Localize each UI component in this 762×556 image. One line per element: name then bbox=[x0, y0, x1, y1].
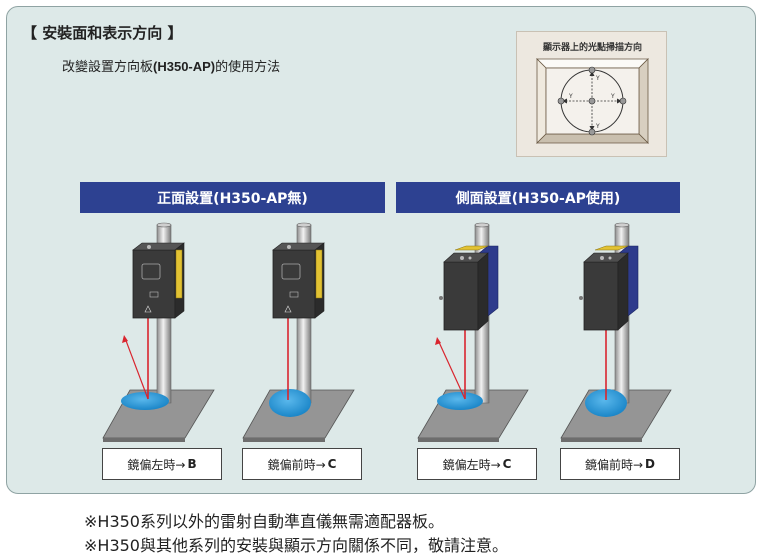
axis-label: Y bbox=[610, 93, 615, 100]
caption-side-forward: 鏡偏前時→D bbox=[560, 448, 680, 480]
note-2: ※H350與其他系列的安裝與顯示方向關係不同，敬請注意。 bbox=[84, 536, 508, 555]
scan-point-bottom bbox=[588, 128, 596, 136]
subtitle-model: (H350-AP) bbox=[153, 59, 216, 74]
setup-front-left bbox=[102, 222, 215, 442]
reflected-beam bbox=[124, 337, 149, 400]
autocollimator-body bbox=[443, 261, 479, 331]
scan-point-left bbox=[557, 97, 565, 105]
scan-point-top bbox=[588, 66, 596, 74]
scan-point-right bbox=[619, 97, 627, 105]
caption-direction: B bbox=[187, 457, 197, 471]
autocollimator-body bbox=[272, 249, 316, 319]
caption-front-left: 鏡偏左時→B bbox=[102, 448, 222, 480]
reflected-beam bbox=[437, 339, 466, 400]
front-mount-header: 正面設置(H350-AP無) bbox=[80, 182, 385, 213]
setup-front-forward bbox=[242, 222, 355, 442]
mirror bbox=[585, 389, 627, 417]
setup-side-left bbox=[417, 222, 529, 442]
label-plate bbox=[315, 249, 323, 299]
caption-direction: C bbox=[502, 457, 512, 471]
caption-side-left: 鏡偏左時→C bbox=[417, 448, 537, 480]
axis-label: Y bbox=[595, 75, 600, 82]
mirror bbox=[437, 392, 483, 410]
subtitle-suffix: 的使用方法 bbox=[215, 60, 281, 75]
autocollimator-body bbox=[132, 249, 176, 319]
mirror bbox=[121, 392, 169, 410]
scan-direction-inset: 顯示器上的光點掃描方向 Y Y Y Y bbox=[516, 31, 667, 157]
axis-label: Y bbox=[595, 123, 600, 130]
autocollimator-body bbox=[583, 261, 619, 331]
inset-title: 顯示器上的光點掃描方向 bbox=[542, 43, 642, 53]
caption-front-forward: 鏡偏前時→C bbox=[242, 448, 362, 480]
monitor-diagram: Y Y Y Y bbox=[536, 58, 649, 144]
caption-text: 鏡偏前時→ bbox=[267, 457, 326, 472]
caption-text: 鏡偏前時→ bbox=[584, 457, 644, 472]
caption-direction: D bbox=[645, 457, 656, 471]
section-subtitle: 改變設置方向板(H350-AP)的使用方法 bbox=[62, 56, 280, 75]
setup-side-forward bbox=[560, 222, 672, 442]
section-title: 【 安裝面和表示方向 】 bbox=[22, 24, 183, 42]
subtitle-prefix: 改變設置方向板 bbox=[62, 60, 154, 75]
mirror bbox=[269, 389, 311, 417]
caption-text: 鏡偏左時→ bbox=[442, 457, 501, 472]
note-1: ※H350系列以外的雷射自動準直儀無需適配器板。 bbox=[84, 512, 444, 531]
caption-text: 鏡偏左時→ bbox=[127, 457, 186, 472]
side-mount-header: 側面設置(H350-AP使用) bbox=[396, 182, 680, 213]
axis-label: Y bbox=[568, 93, 573, 100]
label-plate bbox=[175, 249, 183, 299]
caption-direction: C bbox=[327, 457, 337, 471]
